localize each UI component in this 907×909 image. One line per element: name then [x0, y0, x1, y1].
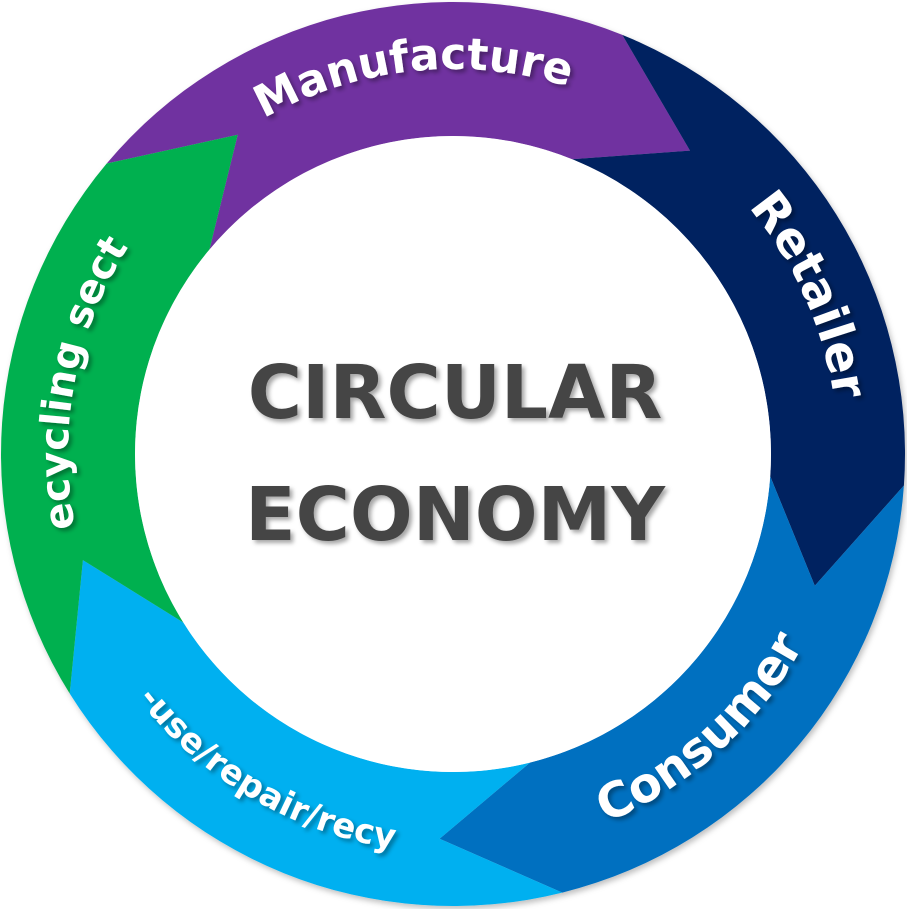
title-line-2: ECONOMY [245, 472, 666, 558]
segment-manufacture [106, 1, 690, 250]
segment-reuse-repair-recycle [69, 560, 563, 907]
segment-consumer [439, 476, 904, 893]
title-line-1: CIRCULAR [248, 350, 663, 436]
segment-recycling-sector [1, 134, 238, 694]
center-title: CIRCULAR ECONOMY [245, 350, 666, 558]
center-disc [135, 136, 771, 772]
segment-retailer [572, 34, 905, 586]
